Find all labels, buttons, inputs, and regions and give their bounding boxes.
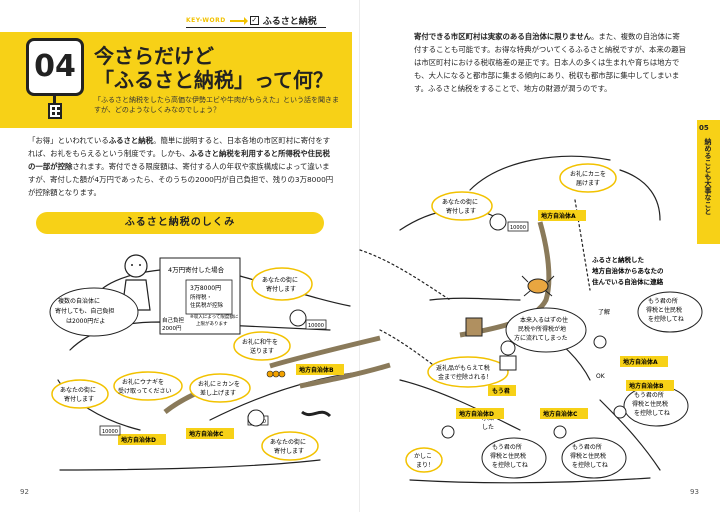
lead-text: 「ふるさと納税をしたら高価な伊勢エビや牛肉がもらえた」という話を聞きますが、どの… [94,96,339,114]
keyword-header: KEY-WORD ✓ ふるさと納税 [186,14,317,27]
chapter-number: 05 [699,124,709,132]
check-icon: ✓ [249,16,259,25]
right-body-span: 。また、複数の自治体に寄付することも可能です。お得な特典がついてくるふるさと納税… [414,32,686,93]
body-bold: ふるさと納税を利用すると所得税や住民税の一部が控除 [28,149,330,171]
keyword-underline [186,27,326,28]
body-span: されます。寄付できる限度額は、寄付する人の年収や家族構成によって違いますが、寄付… [28,162,334,197]
body-span: 「お得」といわれている [28,136,109,145]
page-number-left: 92 [20,488,29,496]
arrow-icon [229,16,248,25]
body-bold: ふるさと納税 [108,136,154,145]
right-body-paragraph: 寄付できる市区町村は実家のある自治体に限りません。また、複数の自治体に寄付するこ… [414,30,686,95]
chapter-label: 納めることも大事なこと [704,138,712,215]
number-stem [53,96,56,106]
keyword-text: ふるさと納税 [262,17,317,27]
left-page: KEY-WORD ✓ ふるさと納税 04 今さらだけど 「ふるさと納税」って何？… [0,14,352,496]
page-title-line2: 「ふるさと納税」って何？ [94,68,333,92]
building-icon [48,103,62,119]
section-heading: ふるさと納税のしくみ [36,212,324,234]
chapter-side-tab [697,120,720,244]
right-body-bold: 寄付できる市区町村は実家のある自治体に限りません [414,32,592,41]
body-span: 。簡単に説明すると、日本各地の市区町村に寄付をすれば、お礼をもらえるという制度で… [28,136,331,158]
page-title-line1: 今さらだけど [94,44,214,68]
keyword-tag: KEY-WORD [186,17,226,24]
page-number-right: 93 [690,488,699,496]
body-paragraph: 「お得」といわれているふるさと納税。簡単に説明すると、日本各地の市区町村に寄付を… [28,134,336,199]
section-number: 04 [26,38,84,96]
